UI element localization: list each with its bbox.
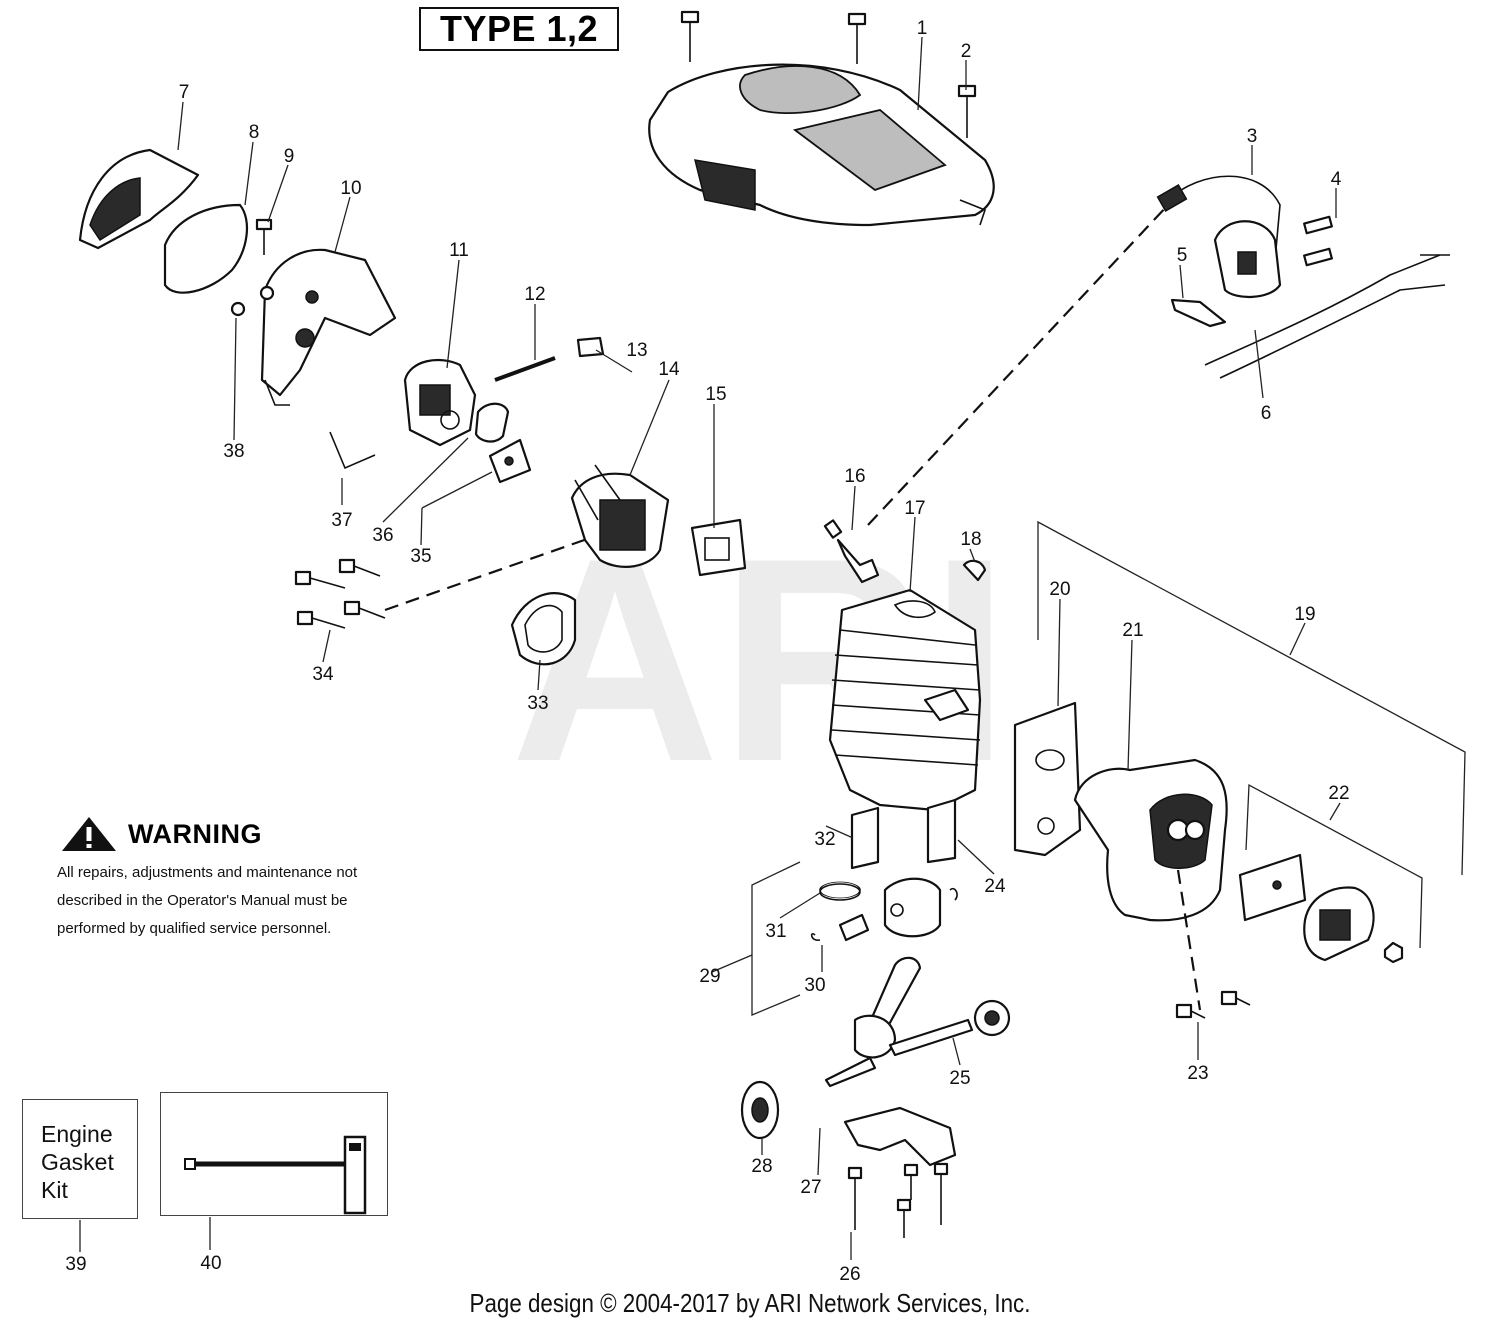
callout-21: 21 — [1122, 620, 1143, 641]
part-muffler-gasket — [1013, 701, 1082, 857]
part-bearing — [740, 1080, 780, 1140]
part-ignition-module — [1156, 175, 1450, 379]
callout-33: 33 — [527, 693, 548, 714]
part-crankcase-bolts — [847, 1162, 949, 1238]
group-bracket-22 — [1245, 783, 1423, 949]
callout-39: 39 — [65, 1254, 86, 1275]
part-cover-screws — [680, 10, 977, 138]
callout-32: 32 — [814, 829, 835, 850]
callout-8: 8 — [249, 122, 260, 143]
callout-numbers: 1 2 3 4 5 6 7 8 9 10 11 12 13 14 15 16 1… — [65, 18, 1349, 1285]
part-crankshaft — [824, 956, 1011, 1088]
warning-header: WARNING — [60, 815, 262, 853]
callout-37: 37 — [331, 510, 352, 531]
callout-29: 29 — [699, 966, 720, 987]
callout-38: 38 — [223, 441, 244, 462]
group-bracket-29 — [751, 861, 801, 1016]
kit-label-line-3: Kit — [41, 1177, 68, 1203]
part-muffler — [1073, 758, 1228, 922]
part-spark-plug — [823, 519, 880, 584]
kit-label-line-2: Gasket — [41, 1149, 114, 1175]
callout-13: 13 — [626, 340, 647, 361]
group-bracket-19 — [1037, 520, 1466, 876]
callout-36: 36 — [372, 525, 393, 546]
engine-gasket-kit-box: Engine Gasket Kit — [22, 1099, 138, 1219]
part-crankcase — [843, 1106, 957, 1167]
callout-19: 19 — [1294, 604, 1315, 625]
callout-14: 14 — [658, 359, 680, 380]
callout-23: 23 — [1187, 1063, 1208, 1084]
callout-35: 35 — [410, 546, 431, 567]
callout-3: 3 — [1247, 126, 1258, 147]
callout-12: 12 — [524, 284, 545, 305]
leader-lines — [79, 36, 1341, 1260]
type-label: TYPE 1,2 — [419, 7, 619, 51]
callout-2: 2 — [961, 41, 972, 62]
kit-label-line-1: Engine — [41, 1121, 113, 1147]
footer-copyright: Page design © 2004-2017 by ARI Network S… — [469, 1288, 1031, 1318]
scrench-tool-icon — [184, 1135, 367, 1215]
callout-1: 1 — [917, 18, 928, 39]
callout-25: 25 — [949, 1068, 970, 1089]
scrench-tool-box — [160, 1092, 388, 1216]
callout-16: 16 — [844, 466, 865, 487]
callout-6: 6 — [1261, 403, 1272, 424]
warning-text-line-1: All repairs, adjustments and maintenance… — [57, 864, 358, 881]
warning-title: WARNING — [128, 818, 262, 849]
callout-30: 30 — [804, 975, 825, 996]
callout-11: 11 — [449, 240, 469, 261]
part-cylinder — [828, 559, 987, 812]
part-top-cover — [648, 63, 995, 227]
warning-text-line-2: described in the Operator's Manual must … — [57, 892, 348, 909]
callout-7: 7 — [179, 82, 190, 103]
part-muffler-bolts — [1175, 990, 1251, 1019]
callout-4: 4 — [1331, 169, 1342, 190]
part-spark-arrestor — [1238, 853, 1404, 964]
part-intake-manifold — [510, 464, 747, 666]
part-intake-bolts — [294, 558, 386, 629]
callout-9: 9 — [284, 146, 295, 167]
callout-5: 5 — [1177, 245, 1188, 266]
callout-22: 22 — [1328, 783, 1349, 804]
callout-40: 40 — [200, 1253, 221, 1274]
part-cylinder-gaskets — [850, 798, 957, 870]
dashed-assembly-lines — [384, 204, 1202, 1011]
callout-10: 10 — [340, 178, 361, 199]
warning-triangle-icon — [62, 817, 116, 851]
part-air-filter-assembly — [78, 148, 397, 406]
callout-24: 24 — [984, 876, 1006, 897]
callout-17: 17 — [904, 498, 925, 519]
callout-28: 28 — [751, 1156, 772, 1177]
warning-text-line-3: performed by qualified service personnel… — [57, 920, 332, 937]
callout-27: 27 — [800, 1177, 821, 1198]
callout-18: 18 — [960, 529, 981, 550]
callout-34: 34 — [312, 664, 334, 685]
callout-26: 26 — [839, 1264, 860, 1285]
part-piston-kit — [810, 877, 958, 942]
callout-15: 15 — [705, 384, 726, 405]
part-carburetor — [329, 336, 605, 484]
callout-31: 31 — [765, 921, 786, 942]
callout-20: 20 — [1049, 579, 1070, 600]
